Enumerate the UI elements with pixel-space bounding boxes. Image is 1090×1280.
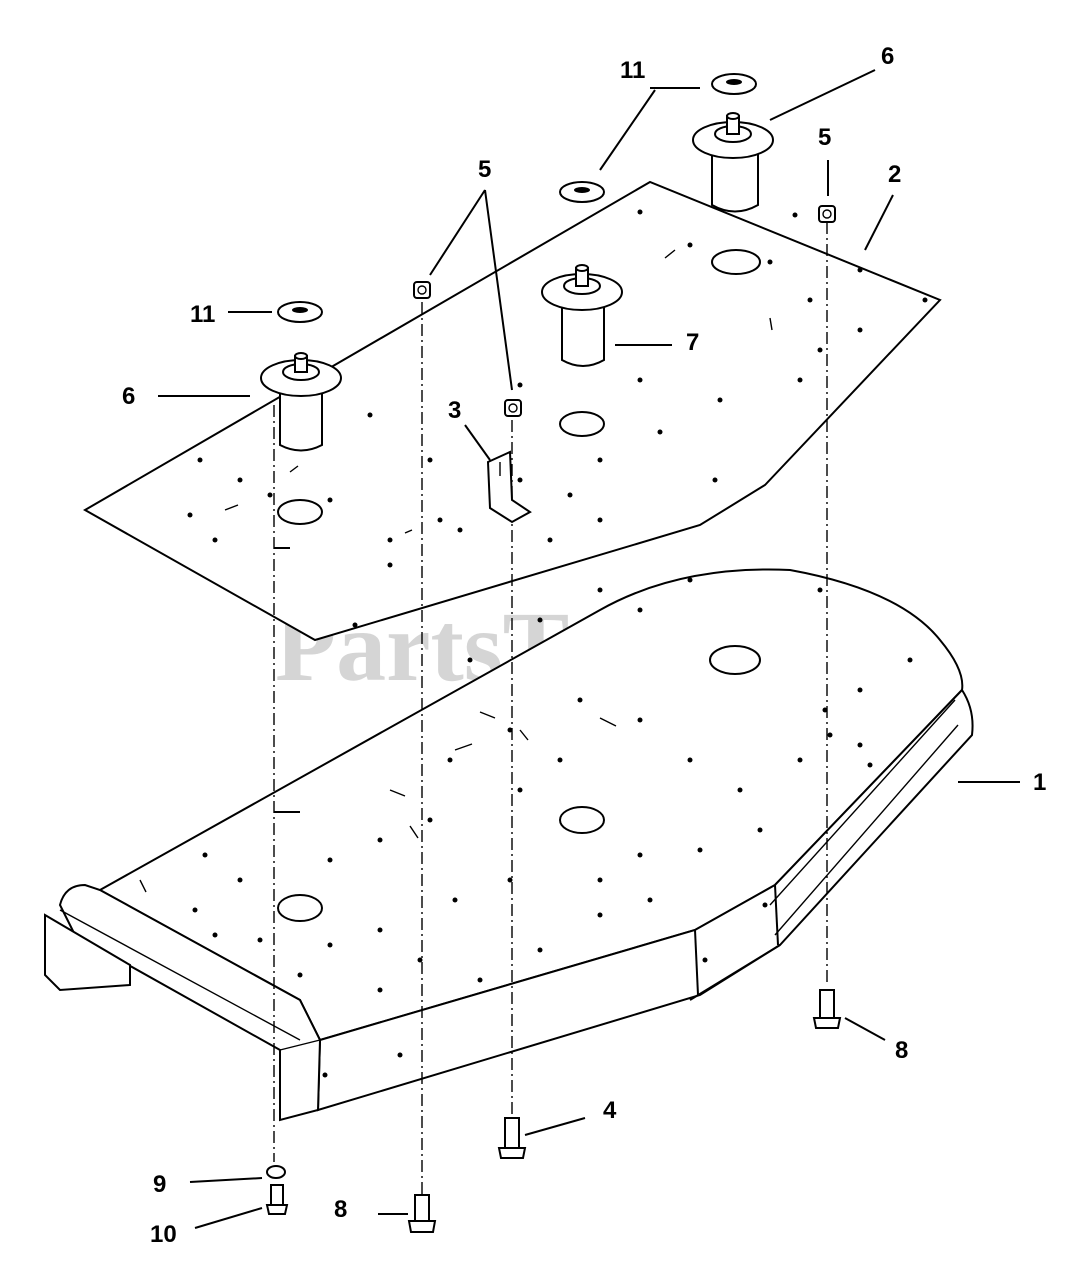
assembly-centerlines bbox=[273, 222, 828, 1195]
callout-5-center: 5 bbox=[478, 156, 491, 183]
lock-nuts bbox=[413, 205, 836, 417]
mower-deck-housing bbox=[44, 568, 974, 1122]
callout-8-bottom: 8 bbox=[334, 1196, 347, 1223]
callout-1: 1 bbox=[1033, 769, 1046, 796]
callout-8-right: 8 bbox=[895, 1037, 908, 1064]
callout-11-top: 11 bbox=[620, 57, 645, 84]
callout-5-right: 5 bbox=[818, 124, 831, 151]
callout-6-left: 6 bbox=[122, 383, 135, 410]
callout-10: 10 bbox=[150, 1221, 177, 1248]
spindle-assembly-right bbox=[692, 112, 774, 213]
spindle-assembly-center bbox=[541, 264, 623, 367]
spindle-assembly-left bbox=[260, 352, 342, 452]
callout-4: 4 bbox=[603, 1097, 617, 1124]
bolts-and-washers bbox=[265, 989, 842, 1233]
callout-11-left: 11 bbox=[190, 301, 215, 328]
callout-6-top: 6 bbox=[881, 43, 894, 70]
callout-9: 9 bbox=[153, 1171, 166, 1198]
callout-leaders bbox=[158, 69, 1020, 1229]
callout-3: 3 bbox=[448, 397, 461, 424]
bracket bbox=[486, 450, 532, 524]
callout-7: 7 bbox=[686, 329, 699, 356]
callout-2: 2 bbox=[888, 161, 901, 188]
spindle-caps bbox=[277, 73, 757, 323]
callout-labels: 11 6 5 2 5 11 7 6 3 1 8 4 9 10 8 bbox=[122, 43, 1046, 1248]
